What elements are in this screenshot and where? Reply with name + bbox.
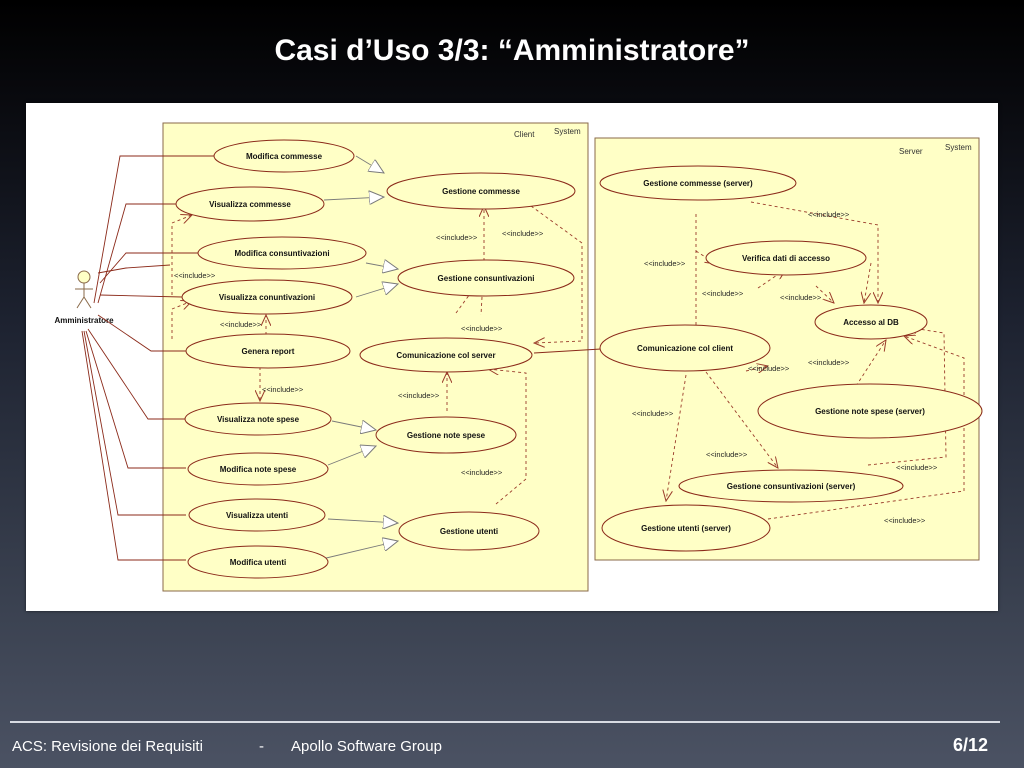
use-case-gestione-note-spese-server: Gestione note spese (server) [757,383,983,439]
page-number: 6/12 [952,735,988,755]
include-label: <<include>> [632,409,674,418]
actor-amministratore: Amministratore [54,270,114,325]
client-server-link [533,348,602,354]
use-case-gestione-commesse: Gestione commesse [386,172,576,210]
use-case-label: Visualizza note spese [217,415,300,424]
use-case-gestione-commesse-server: Gestione commesse (server) [599,165,797,201]
use-case-label: Gestione utenti (server) [641,524,731,533]
use-case-verifica-dati-accesso: Verifica dati di accesso [705,240,867,276]
use-case-label: Gestione commesse (server) [643,179,753,188]
use-case-label: Modifica note spese [220,465,297,474]
use-case-accesso-db: Accesso al DB [814,304,928,340]
client-system-stereotype: System [554,127,581,136]
footer-group-name: Apollo Software Group [291,738,442,755]
use-case-modifica-commesse: Modifica commesse [213,139,355,173]
actor-label: Amministratore [54,316,114,325]
include-label: <<include>> [896,463,938,472]
use-case-modifica-utenti: Modifica utenti [187,545,329,579]
client-system-name: Client [514,130,535,139]
include-label: <<include>> [808,358,850,367]
use-case-label: Visualizza commesse [209,200,291,209]
use-case-comunicazione-col-client: Comunicazione col client [599,324,771,372]
include-label: <<include>> [461,468,503,477]
use-case-label: Genera report [242,347,295,356]
use-case-modifica-note-spese: Modifica note spese [187,452,329,486]
use-case-gestione-consuntivazioni: Gestione consuntivazioni [397,259,575,297]
use-case-label: Verifica dati di accesso [742,254,830,263]
include-label: <<include>> [220,320,262,329]
use-case-visualizza-utenti: Visualizza utenti [188,498,326,532]
use-case-visualizza-conuntivazioni: Visualizza conuntivazioni [181,279,353,315]
use-case-gestione-utenti-server: Gestione utenti (server) [601,504,771,552]
generalization-arrows [321,155,398,560]
use-case-label: Gestione note spese (server) [815,407,925,416]
use-case-genera-report: Genera report [185,333,351,369]
use-case-visualizza-note-spese: Visualizza note spese [184,402,332,436]
include-labels: <<include>> <<include>> <<include>> <<in… [174,210,938,525]
include-label: <<include>> [780,293,822,302]
use-case-label: Gestione note spese [407,431,486,440]
slide-title: Casi d’Uso 3/3: “Amministratore” [274,34,750,67]
use-case-label: Gestione commesse [442,187,520,196]
include-label: <<include>> [174,271,216,280]
use-case-comunicazione-col-server: Comunicazione col server [359,337,533,373]
use-case-diagram: Client System Server System Amministrato… [26,103,998,611]
use-case-label: Modifica utenti [230,558,286,567]
footer-separator: - [259,738,264,755]
server-system-name: Server [899,147,923,156]
actor-associations [81,155,215,561]
include-label: <<include>> [706,450,748,459]
include-label: <<include>> [262,385,304,394]
use-case-label: Gestione consuntivazioni [438,274,535,283]
use-case-label: Visualizza utenti [226,511,288,520]
include-label: <<include>> [502,229,544,238]
include-label: <<include>> [808,210,850,219]
use-case-visualizza-commesse: Visualizza commesse [175,186,325,222]
use-case-label: Modifica commesse [246,152,323,161]
use-case-label: Comunicazione col client [637,344,733,353]
include-label: <<include>> [702,289,744,298]
footer-divider [10,721,1000,723]
include-label: <<include>> [644,259,686,268]
use-case-gestione-utenti: Gestione utenti [398,511,540,551]
use-case-gestione-consuntivazioni-server: Gestione consuntivazioni (server) [678,469,904,503]
include-label: <<include>> [461,324,503,333]
footer-presentation-title: ACS: Revisione dei Requisiti [12,738,203,755]
use-case-label: Gestione consuntivazioni (server) [727,482,856,491]
use-case-label: Accesso al DB [843,318,899,327]
include-label: <<include>> [748,364,790,373]
include-label: <<include>> [884,516,926,525]
include-label: <<include>> [436,233,478,242]
use-case-label: Gestione utenti [440,527,498,536]
use-case-label: Modifica consuntivazioni [234,249,329,258]
server-system-stereotype: System [945,143,972,152]
include-label: <<include>> [398,391,440,400]
use-case-modifica-consuntivazioni: Modifica consuntivazioni [197,236,367,270]
use-case-label: Visualizza conuntivazioni [219,293,315,302]
use-case-gestione-note-spese: Gestione note spese [375,416,517,454]
use-case-label: Comunicazione col server [396,351,495,360]
